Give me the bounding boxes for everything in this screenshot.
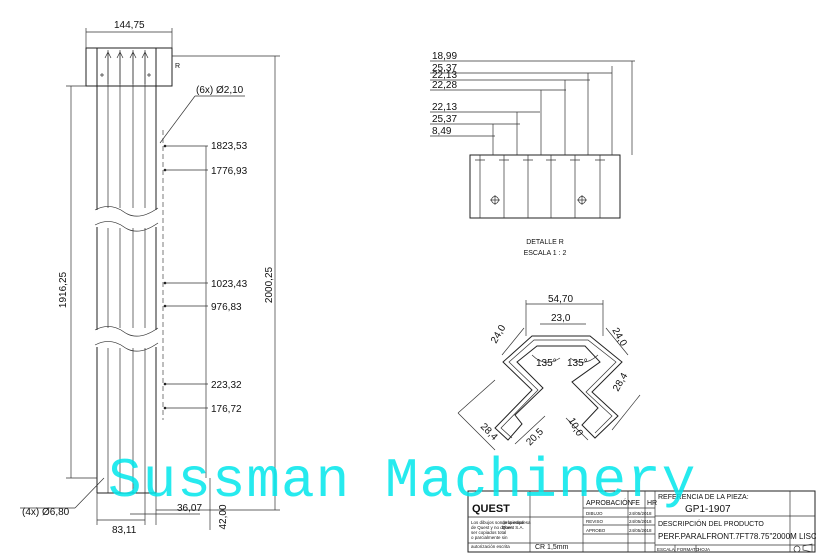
detail-scale: ESCALA 1 : 2 xyxy=(524,250,567,257)
detail-r-box xyxy=(85,47,173,87)
material-label: CR 1,5mm xyxy=(535,544,569,551)
angle-left-label: 135° xyxy=(536,358,557,369)
bottom-left-label: 83,11 xyxy=(112,525,137,536)
projection-symbol-icon xyxy=(793,543,813,553)
ref-value: GP1-1907 xyxy=(685,504,731,515)
approval-header-fe: FE xyxy=(631,500,640,507)
dim-176-label: 176,72 xyxy=(211,404,242,415)
profile-right-side-label: 24,0 xyxy=(609,326,628,349)
row-label-1: DIBUJO xyxy=(586,511,603,516)
note-line-2: de Quest y no deben xyxy=(471,525,513,530)
dim-976: 976,83 xyxy=(163,302,242,313)
detail-r: 18,99 25,37 22,13 22,28 22,13 25,37 8,49… xyxy=(430,51,635,257)
left-height-dimension: 1916,25 xyxy=(58,85,97,479)
watermark: Sussman Machinery xyxy=(108,449,697,513)
title-block: QUEST CR 1,5mm Los dibujos son propiedad… xyxy=(467,490,816,553)
detail-dim-4: 22,28 xyxy=(432,80,457,91)
detail-dim-2: 25,37 xyxy=(432,63,457,74)
profile-inner-label: 23,0 xyxy=(551,313,571,324)
left-height-label: 1916,25 xyxy=(58,271,69,308)
dim-1776: 1776,93 xyxy=(163,166,248,177)
dim-1823-label: 1823,53 xyxy=(211,141,248,152)
profile-width-label: 54,70 xyxy=(548,294,573,305)
company-logo: QUEST xyxy=(472,503,510,515)
left-leg-label: 28,4 xyxy=(478,421,500,443)
bottom-dimensions: (4x) Ø6,80 83,11 36,07 42,00 xyxy=(20,477,229,536)
date-3: 24/05/2018 xyxy=(629,528,652,533)
note-line-5: autorización escrita xyxy=(471,544,510,549)
left-lip-label: 20,5 xyxy=(524,426,546,448)
note-line-3: ser copiados total xyxy=(471,530,506,535)
bottom-right-label: 42,00 xyxy=(218,504,229,529)
note-line-6: de la empresa xyxy=(502,520,531,525)
dim-176: 176,72 xyxy=(163,404,242,415)
desc-label: DESCRIPCIÓN DEL PRODUCTO xyxy=(658,519,764,528)
hole-note: (6x) Ø2,10 xyxy=(159,85,245,144)
dim-1823: 1823,53 xyxy=(163,141,248,152)
profile-section: 54,70 23,0 24,0 24,0 135° 135° 28,4 20,5… xyxy=(457,294,641,451)
dim-976-label: 976,83 xyxy=(211,302,242,313)
bottom-hole-note-label: (4x) Ø6,80 xyxy=(22,507,70,518)
row-label-3: APROBO xyxy=(586,528,606,533)
detail-r-outline xyxy=(469,154,621,219)
detail-marker-label: R xyxy=(175,63,180,70)
dim-1023: 1023,43 xyxy=(163,279,248,290)
detail-dim-6: 25,37 xyxy=(432,114,457,125)
note-line-4: o parcialmente sin xyxy=(471,535,508,540)
date-2: 24/05/2018 xyxy=(629,519,652,524)
dim-223: 223,32 xyxy=(163,380,242,391)
profile-elevation: R xyxy=(85,47,180,494)
dim-1023-label: 1023,43 xyxy=(211,279,248,290)
detail-dim-5: 22,13 xyxy=(432,102,457,113)
hoja-label: HOJA xyxy=(698,547,710,552)
detail-dim-3: 22,13 xyxy=(432,70,457,81)
angle-right-label: 135° xyxy=(567,358,588,369)
right-height-label: 2000,25 xyxy=(264,266,275,303)
approval-header-hr: HR xyxy=(647,500,657,507)
row-label-2: REVISO xyxy=(586,519,604,524)
hole-position-dimensions: 1823,53 1776,93 1023,43 976,83 223,32 17… xyxy=(163,141,248,478)
ref-label: REFERENCIA DE LA PIEZA: xyxy=(658,494,749,501)
dim-223-label: 223,32 xyxy=(211,380,242,391)
top-width-label: 144,75 xyxy=(114,20,145,31)
right-leg-label: 28,4 xyxy=(611,371,630,394)
detail-dim-1: 18,99 xyxy=(432,51,457,62)
bottom-mid-label: 36,07 xyxy=(177,503,202,514)
right-height-dimension: 2000,25 xyxy=(156,55,280,511)
hole-note-label: (6x) Ø2,10 xyxy=(196,85,244,96)
top-width-dimension: 144,75 xyxy=(85,20,173,48)
detail-dim-7: 8,49 xyxy=(432,126,452,137)
date-1: 24/05/2018 xyxy=(629,511,652,516)
note-line-1: Los dibujos son propiedad xyxy=(471,520,524,525)
approval-header: APROBACIÓN xyxy=(586,498,633,507)
profile-left-side-label: 24,0 xyxy=(489,323,508,346)
desc-value: PERF.PARALFRONT.7FT78.75"2000M LISO xyxy=(658,532,816,541)
escala-label: ESCALA xyxy=(657,547,675,552)
right-lip-label: 10,0 xyxy=(565,416,584,439)
dim-1776-label: 1776,93 xyxy=(211,166,248,177)
formato-label: FORMATO xyxy=(677,547,700,552)
note-line-7: Quest S.A. xyxy=(502,525,524,530)
detail-title: DETALLE R xyxy=(526,239,564,246)
